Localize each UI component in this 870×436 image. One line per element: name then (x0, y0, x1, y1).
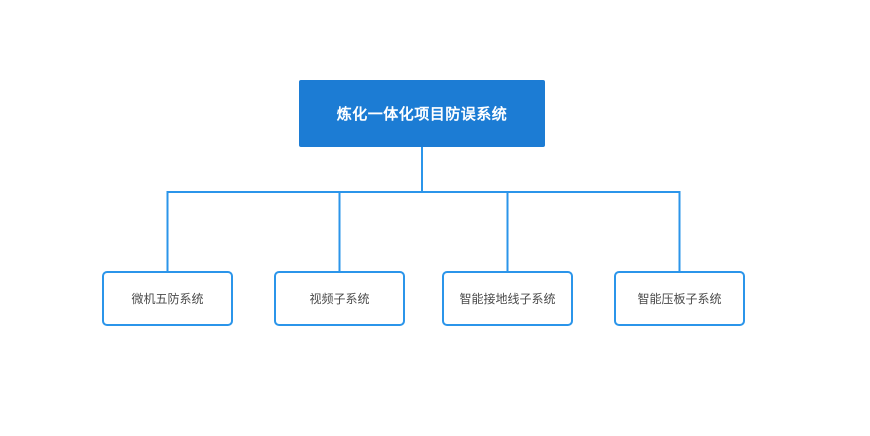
child-node-smart-grounding-wire-subsystem[interactable]: 智能接地线子系统 (442, 271, 573, 326)
child-node-video-subsystem[interactable]: 视频子系统 (274, 271, 405, 326)
root-node[interactable]: 炼化一体化项目防误系统 (299, 80, 545, 147)
child-node-smart-pressure-plate-subsystem[interactable]: 智能压板子系统 (614, 271, 745, 326)
child-node-microcomputer-five-prevention[interactable]: 微机五防系统 (102, 271, 233, 326)
